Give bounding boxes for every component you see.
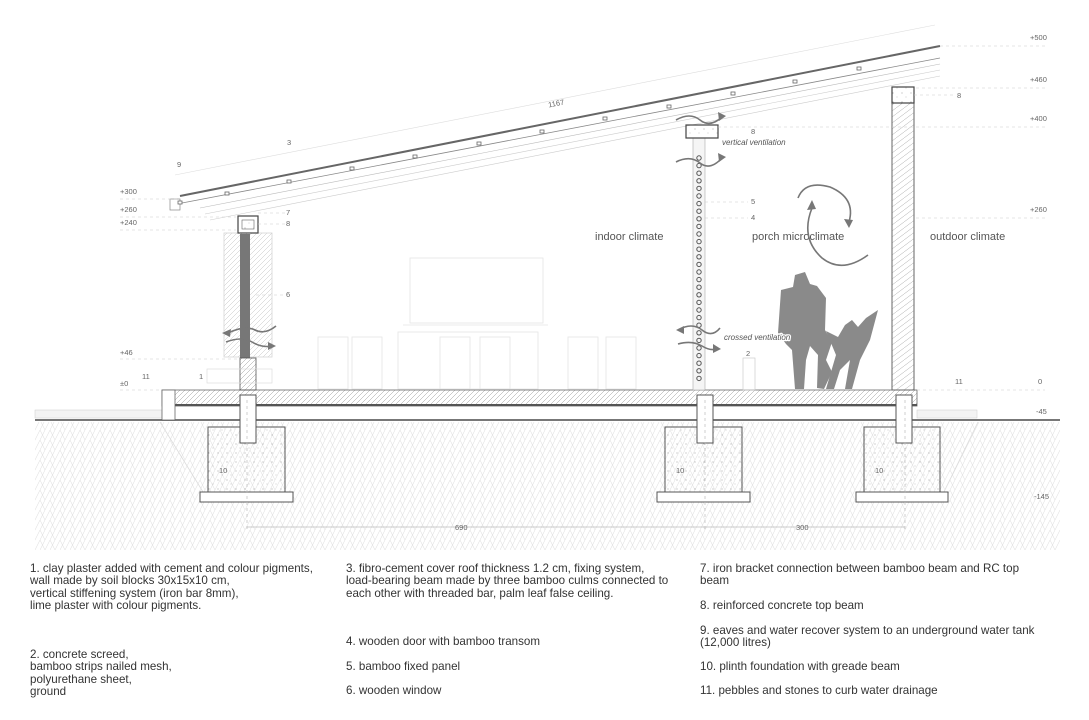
roof [169,24,941,221]
legend-item-3: 3. fibro-cement cover roof thickness 1.2… [346,562,669,600]
bamboo-ring [696,284,702,290]
legend-item-7: 7. iron bracket connection between bambo… [700,562,1020,588]
bamboo-ring [696,178,702,184]
level-label: +260 [120,205,137,214]
bamboo-ring [696,337,702,344]
bamboo-ring [696,162,702,169]
callout: 8 [751,127,755,136]
zone-outdoor-climate: outdoor climate [930,231,1005,243]
level-label: +460 [1030,75,1047,84]
level-label: ±0 [120,379,128,388]
callout: 5 [751,197,755,206]
bamboo-ring [696,155,702,161]
legend-item-10: 10. plinth foundation with greade beam [700,660,900,673]
people-silhouette [778,272,878,389]
foundation-middle [656,394,751,503]
callouts: 9 3 7 8 6 1 11 8 5 4 2 8 11 10 10 10 [142,91,963,475]
bamboo-ring [696,261,702,268]
bamboo-ring [696,375,702,382]
level-label: 0 [1038,377,1042,386]
callout: 7 [286,208,290,217]
legend-item-1: 1. clay plaster added with cement and co… [30,562,313,613]
bamboo-ring [696,170,702,176]
dimension-690: 690 [455,523,468,532]
dimension-300: 300 [796,523,809,532]
callout: 1 [199,372,203,381]
callout: 10 [875,466,883,475]
level-label: -45 [1036,407,1047,416]
bamboo-ring [696,216,702,222]
legend-item-11: 11. pebbles and stones to curb water dra… [700,684,938,697]
callout: 6 [286,290,290,299]
callout: 10 [676,466,684,475]
callout: 11 [955,377,963,386]
bamboo-ring [696,345,702,351]
bamboo-ring [696,246,702,252]
bamboo-ring [696,231,702,237]
interior-furniture [317,257,637,390]
crossed-ventilation-label: crossed ventilation [724,333,791,342]
bamboo-ring [696,200,702,207]
callout: 10 [219,466,227,475]
bamboo-ring [696,223,702,230]
bamboo-ring [696,368,702,374]
callout: 4 [751,213,755,222]
airflow-arrows-icon [225,115,869,351]
foundation-left [199,394,294,503]
bamboo-ring [696,330,702,336]
bamboo-ring [696,292,702,298]
callout: 11 [142,372,150,381]
right-column [891,86,915,391]
bamboo-ring [696,299,702,306]
left-wall [206,215,273,391]
legend-item-4: 4. wooden door with bamboo transom [346,635,540,648]
bamboo-ring [696,185,702,192]
level-label: +240 [120,218,137,227]
bamboo-ring [696,307,702,313]
levels-left: +300 +260 +240 +46 ±0 [120,187,137,388]
legend-item-9: 9. eaves and water recover system to an … [700,624,1035,650]
zone-indoor-climate: indoor climate [595,231,663,243]
zone-porch-microclimate: porch microclimate [752,231,844,243]
level-label: +260 [1030,205,1047,214]
level-label: +46 [120,348,133,357]
level-label: +300 [120,187,137,196]
arrowheads [222,112,853,353]
bamboo-ring [696,254,702,260]
callout: 8 [957,91,961,100]
roof-length-label: 1167 [547,98,565,110]
callout: 2 [746,349,750,358]
bamboo-ring [696,193,702,199]
bamboo-ring [696,352,702,359]
level-lines [120,45,1045,391]
level-label: -145 [1034,492,1049,501]
callout: 3 [287,138,291,147]
legend-item-2: 2. concrete screed, bamboo strips nailed… [30,648,172,699]
bamboo-ring [696,276,702,283]
bamboo-ring [696,360,702,366]
levels-right: +500 +460 +400 +260 0 -45 -145 [1030,33,1049,501]
vertical-ventilation-label: vertical ventilation [722,138,786,147]
dimension-line [246,400,906,532]
legend-item-6: 6. wooden window [346,684,442,697]
callout: 8 [286,219,290,228]
bamboo-ring [696,269,702,275]
foundation-right [855,394,949,503]
bamboo-ring [696,314,702,321]
level-label: +500 [1030,33,1047,42]
floor-slab [161,389,918,421]
callout: 9 [177,160,181,169]
bamboo-ring [696,238,702,245]
level-label: +400 [1030,114,1047,123]
bamboo-ring [696,208,702,214]
legend-item-8: 8. reinforced concrete top beam [700,599,864,612]
legend-item-5: 5. bamboo fixed panel [346,660,461,673]
